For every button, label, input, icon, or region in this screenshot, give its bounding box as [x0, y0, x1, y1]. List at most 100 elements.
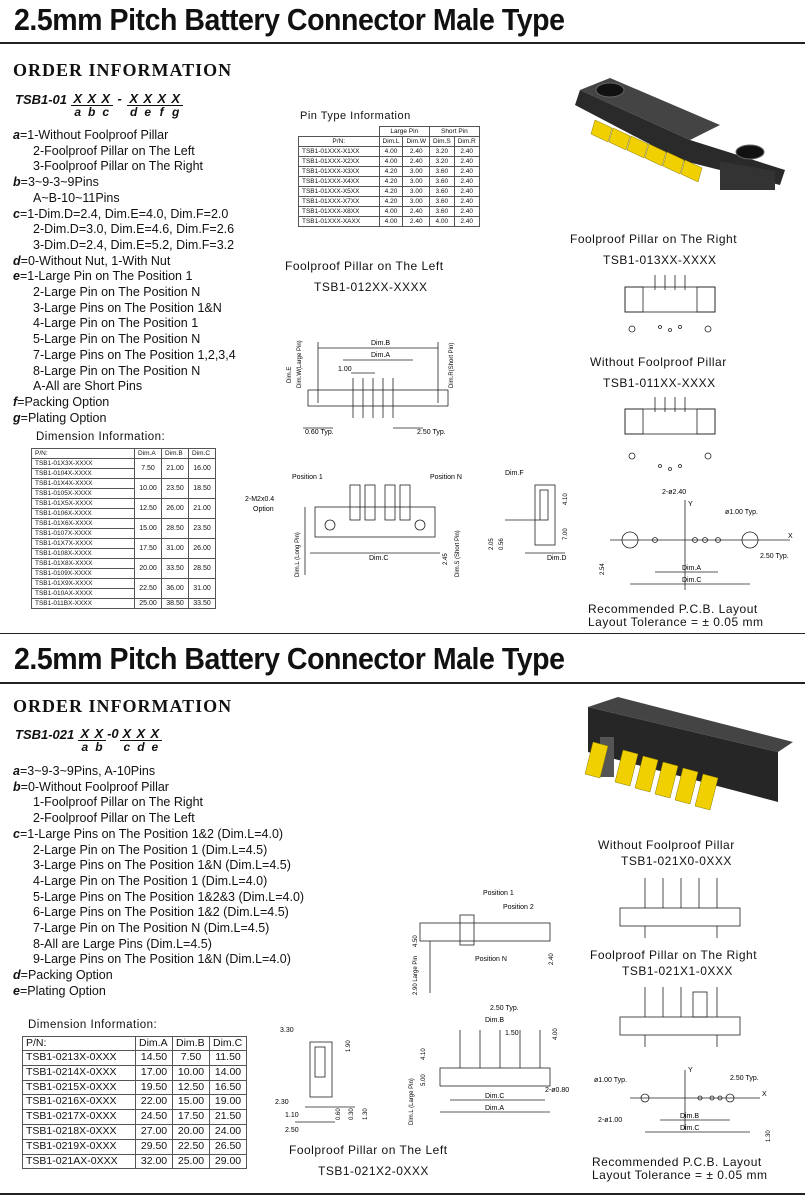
pn-cell: TSB1-0104X-XXXX [31, 468, 135, 479]
option-key: c [13, 206, 20, 221]
table-cell: TSB1-0213X-0XXX [22, 1050, 136, 1066]
pin-type-title: Pin Type Information [300, 110, 411, 122]
table-cell: 2.40 [402, 156, 430, 167]
without-pillar-label-2: Without Foolproof Pillar [598, 838, 735, 852]
table-cell: 7.50 [172, 1050, 210, 1066]
hole-2-label: 2-ø2.40 [662, 489, 686, 496]
option-key: e [13, 983, 20, 998]
table-cell: 3.20 [428, 156, 455, 167]
value-cell: 26.00 [161, 498, 189, 519]
code-symbol: X [147, 727, 162, 741]
pn-cell: TSB1-0106X-XXXX [31, 508, 135, 519]
value-cell: 20.00 [134, 558, 162, 579]
pn-cell: TSB1-0108X-XXXX [31, 548, 135, 559]
table-cell: 16.50 [209, 1079, 247, 1096]
code-symbol: X [119, 727, 134, 741]
without-pillar-label-1: Without Foolproof Pillar [590, 355, 727, 369]
d110-label: 1.10 [285, 1112, 299, 1119]
option-text: 3-Large Pins on The Position 1&N (Dim.L=… [33, 858, 291, 873]
option-line: f=Packing Option [13, 395, 236, 411]
table-cell: TSB1-0215X-0XXX [22, 1079, 136, 1096]
code-subscript: c [123, 740, 131, 754]
hole-1-label: ø1.00 Typ. [725, 509, 758, 516]
header-cell: P/N: [298, 136, 380, 147]
table-cell: 4.00 [378, 206, 404, 217]
dim-410-label: 4.10 [563, 493, 569, 505]
table-cell: TSB1-01XXX-X1XX [298, 146, 380, 157]
option-line: 8-Large Pin on The Position N [13, 364, 236, 380]
pcb2-130: 1.30 [766, 1130, 772, 1142]
dim-245-label: 2.45 [443, 553, 449, 565]
dim-f-label: Dim.F [505, 470, 524, 477]
without-pillar-drawing-2 [619, 878, 741, 938]
table-cell: TSB1-0216X-0XXX [22, 1094, 136, 1111]
option-text: 5-Large Pin on The Position N [33, 332, 201, 347]
option-line: a=1-Without Foolproof Pillar [13, 128, 236, 144]
table-cell: 3.20 [428, 146, 455, 157]
dim-100-label: 1.00 [338, 366, 352, 373]
table-cell: 2.40 [453, 196, 480, 207]
option-text: 2-Dim.D=3.0, Dim.E=4.6, Dim.F=2.6 [33, 222, 235, 237]
option-text: =Packing Option [17, 394, 110, 409]
table-cell: 3.00 [402, 186, 430, 197]
code-subscript: e [151, 740, 159, 754]
top-view-drawing-2: Position 1 Position 2 Position N 4.50 2.… [413, 890, 555, 995]
value-cell: 10.00 [134, 478, 162, 499]
value-cell: 21.00 [188, 498, 216, 519]
table-cell: TSB1-01XXX-X7XX [298, 196, 380, 207]
without-pillar-pn-1: TSB1-011XX-XXXX [603, 376, 716, 390]
d250-label: 2.50 [285, 1127, 299, 1134]
d500-label: 5.00 [421, 1074, 427, 1086]
left-pillar-label-1: Foolproof Pillar on The Left [285, 259, 444, 273]
option-text: =Packing Option [20, 968, 113, 983]
pcb-dim-254: 2.54 [600, 563, 606, 575]
d150-label: 1.50 [505, 1030, 519, 1037]
position-n-label: Position N [430, 474, 462, 481]
table-cell: 4.00 [378, 216, 404, 227]
table-cell: 22.50 [172, 1138, 210, 1155]
right-pillar-drawing-2 [619, 987, 741, 1047]
option-line: 4-Large Pin on The Position 1 (Dim.L=4.0… [13, 874, 304, 890]
d410-label-2: 4.10 [421, 1048, 427, 1060]
pcb-dim-a: Dim.A [682, 565, 701, 572]
m2-label: 2-M2x0.4 [245, 496, 274, 503]
pn-cell: TSB1-0107X-XXXX [31, 528, 135, 539]
code-subscript: b [87, 105, 96, 119]
d290-label: 2.90 Large Pin [413, 956, 419, 995]
option-line: 9-Large Pins on The Position 1&N (Dim.L=… [13, 952, 304, 968]
option-line: 2-Dim.D=3.0, Dim.E=4.6, Dim.F=2.6 [13, 222, 236, 238]
left-pillar-label-2: Foolproof Pillar on The Left [289, 1143, 448, 1157]
code-symbol: X [126, 92, 141, 106]
pn-cell: TSB1-0105X-XXXX [31, 488, 135, 499]
table-cell: 29.00 [209, 1153, 247, 1170]
table-cell: 2.40 [453, 216, 480, 227]
y-axis-label: Y [688, 501, 693, 508]
value-cell: 33.50 [161, 558, 189, 579]
header-cell: Dim.B [161, 448, 189, 459]
value-cell: 16.00 [188, 458, 216, 479]
left-pillar-pn-2: TSB1-021X2-0XXX [318, 1164, 429, 1178]
option-line: 3-Large Pins on The Position 1&N (Dim.L=… [13, 858, 304, 874]
code-symbol: X [70, 92, 85, 106]
code-subscript: f [159, 105, 164, 119]
dim-d-label: Dim.D [547, 555, 566, 562]
option-line: e=Plating Option [13, 984, 304, 1000]
header-cell: Dim.W [402, 136, 430, 147]
code-symbol: - [117, 91, 122, 106]
value-cell: 31.00 [161, 538, 189, 559]
table-cell: 27.00 [135, 1123, 173, 1140]
